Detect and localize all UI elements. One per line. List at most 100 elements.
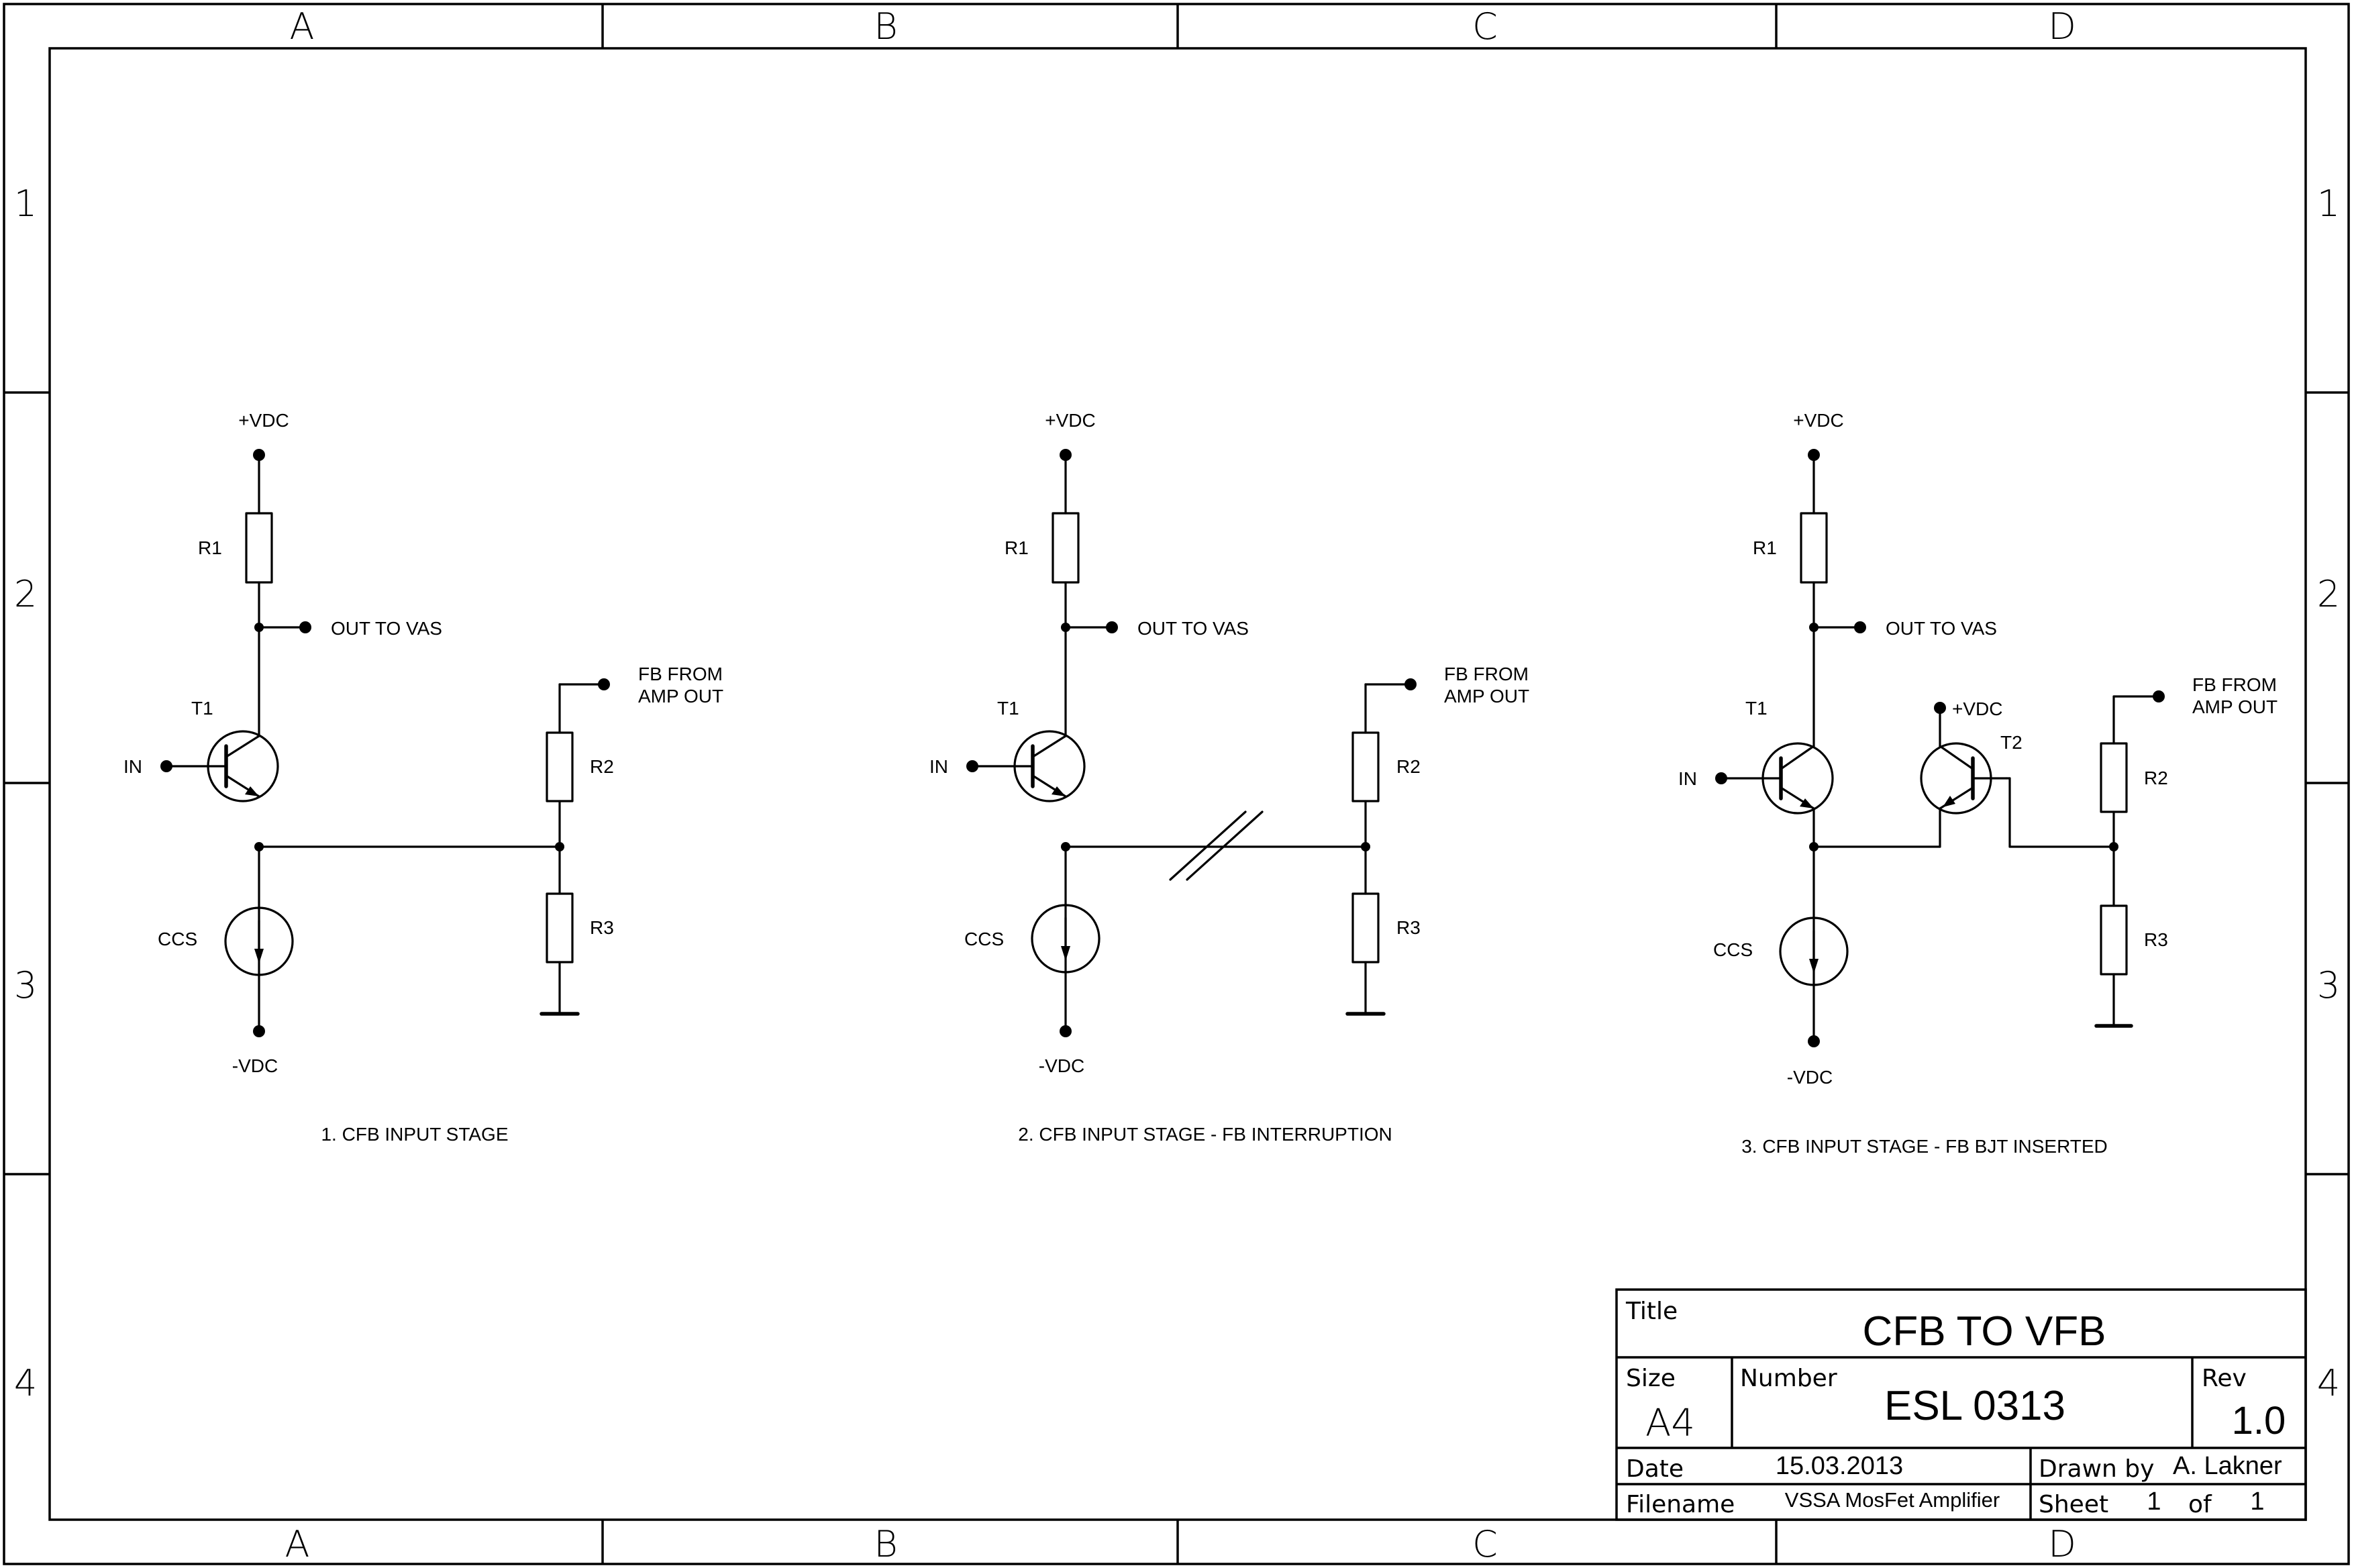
circuit-3-t1-label: T1 (1745, 698, 1768, 719)
circuit-3-vpos-label: +VDC (1793, 410, 1843, 431)
circuit-1-in-label: IN (123, 756, 142, 777)
circuit-1-node-out (254, 623, 264, 632)
circuit-1-r3-label: R3 (590, 917, 614, 938)
circuit-2-break-mark (1169, 811, 1247, 881)
circuit-2-r2-label: R2 (1396, 756, 1421, 777)
circuit-1-out-label: OUT TO VAS (331, 618, 442, 639)
rev-value: 1.0 (2232, 1399, 2286, 1443)
size-label: Size (1626, 1365, 1676, 1392)
circuit-2-t1-label: T1 (997, 698, 1019, 719)
zone-row-3-right: 3 (2317, 964, 2340, 1006)
drawing-frame (3, 3, 2350, 1565)
circuit-3-vneg-terminal (1808, 1035, 1820, 1047)
circuit-3-r2 (2100, 742, 2128, 813)
circuit-2-r1-label: R1 (1005, 537, 1029, 558)
circuit-1-t1 (207, 730, 279, 802)
circuit-3-caption: 3. CFB INPUT STAGE - FB BJT INSERTED (1741, 1136, 2108, 1157)
circuit-2-fb-label-line2: AMP OUT (1444, 686, 1529, 707)
circuit-2-r1 (1052, 512, 1080, 584)
circuit-3-t2-label: T2 (2000, 732, 2023, 753)
zone-col-c-top: C (1472, 5, 1498, 48)
circuit-1-fb-label-line2: AMP OUT (638, 686, 723, 707)
circuit-3-out-terminal (1854, 621, 1866, 633)
circuit-3-fb-label-line1: FB FROM (2192, 674, 2277, 695)
circuit-2-wires (971, 454, 1412, 1033)
circuit-2-in-terminal (966, 760, 978, 772)
circuit-2-fb-label-line1: FB FROM (1444, 664, 1529, 684)
sheet-label: Sheet (2039, 1491, 2108, 1518)
circuit-2-node-emitter (1061, 842, 1070, 851)
circuit-2-out-terminal (1106, 621, 1118, 633)
title-block: Title CFB TO VFB Size A4 Number ESL 0313… (1615, 1288, 2307, 1521)
circuit-2-in-label: IN (929, 756, 948, 777)
circuit-1-vpos-terminal (253, 449, 265, 461)
zone-row-1-right: 1 (2317, 182, 2340, 225)
zone-col-d-bottom: D (2048, 1523, 2076, 1565)
circuit-1-caption: 1. CFB INPUT STAGE (321, 1124, 508, 1145)
circuit-1-r1 (245, 512, 273, 584)
circuit-3: +VDC R1 OUT TO VAS T1 IN CCS -VDC +VDC T… (1678, 410, 2278, 1157)
zone-col-d-top: D (2048, 5, 2076, 48)
circuit-1-r2-label: R2 (590, 756, 614, 777)
circuit-3-wires (1720, 454, 2160, 1043)
filename-label: Filename (1626, 1491, 1735, 1518)
zone-col-c-bottom: C (1472, 1523, 1498, 1565)
circuit-1-vpos-label: +VDC (238, 410, 289, 431)
number-label: Number (1740, 1365, 1837, 1392)
circuit-1-r1-label: R1 (198, 537, 222, 558)
circuit-2-out-label: OUT TO VAS (1137, 618, 1249, 639)
circuit-1-out-terminal (299, 621, 311, 633)
circuit-3-fb-terminal (2153, 690, 2165, 702)
sheet-total: 1 (2250, 1487, 2264, 1516)
circuit-3-r3 (2100, 904, 2128, 976)
of-label: of (2188, 1491, 2212, 1518)
date-label: Date (1626, 1455, 1684, 1483)
circuit-3-r3-label: R3 (2144, 929, 2168, 950)
circuit-3-t2-vpos-terminal (1934, 702, 1946, 714)
circuit-2-vpos-label: +VDC (1045, 410, 1095, 431)
circuit-2-caption: 2. CFB INPUT STAGE - FB INTERRUPTION (1018, 1124, 1392, 1145)
zone-col-a-bottom: A (285, 1523, 310, 1565)
zone-col-b-bottom: B (874, 1523, 897, 1565)
circuit-1: +VDC R1 OUT TO VAS T1 IN CCS -VDC R2 R3 … (123, 410, 723, 1145)
circuit-2-r2 (1351, 731, 1380, 802)
circuit-3-r2-label: R2 (2144, 768, 2168, 788)
zone-row-2-left: 2 (14, 573, 37, 615)
circuit-3-vpos-terminal (1808, 449, 1820, 461)
circuit-1-r2 (546, 731, 574, 802)
zone-row-4-right: 4 (2317, 1362, 2340, 1404)
circuit-2-r3 (1351, 892, 1380, 963)
circuit-1-ccs (224, 906, 294, 976)
circuit-3-ccs-label: CCS (1713, 939, 1753, 960)
circuit-3-t2-vpos-label: +VDC (1952, 698, 2002, 719)
circuit-3-t1 (1761, 742, 1834, 815)
title-label: Title (1625, 1298, 1678, 1325)
date-value: 15.03.2013 (1776, 1452, 1903, 1480)
circuit-3-ccs (1779, 917, 1849, 986)
circuit-1-vneg-label: -VDC (232, 1055, 278, 1076)
filename-value: VSSA MosFet Amplifier (1785, 1488, 2000, 1512)
circuit-3-node-fb (2109, 842, 2118, 851)
zone-row-1-left: 1 (14, 182, 37, 225)
circuit-1-ccs-label: CCS (158, 929, 197, 949)
zone-markers: A B C D A B C D 1 2 3 4 1 2 3 4 (14, 5, 2340, 1565)
circuit-1-wires (165, 454, 605, 1033)
circuit-2-ccs (1031, 904, 1101, 974)
circuit-1-in-terminal (160, 760, 172, 772)
circuit-1-node-emitter (254, 842, 264, 851)
circuit-2-node-out (1061, 623, 1070, 632)
drawn-by-value: A. Lakner (2173, 1452, 2282, 1480)
circuit-3-fb-label-line2: AMP OUT (2192, 696, 2278, 717)
drawn-by-label: Drawn by (2039, 1455, 2154, 1483)
circuit-3-r1-label: R1 (1753, 537, 1777, 558)
circuit-2: +VDC R1 OUT TO VAS T1 IN CCS -VDC R2 R3 … (929, 410, 1529, 1145)
circuit-2-fb-terminal (1404, 678, 1417, 690)
circuit-2-vneg-label: -VDC (1039, 1055, 1084, 1076)
circuit-3-t2 (1920, 742, 2008, 815)
circuit-2-vneg-terminal (1060, 1025, 1072, 1037)
circuit-2-vpos-terminal (1060, 449, 1072, 461)
zone-row-2-right: 2 (2317, 573, 2340, 615)
circuit-2-node-fb (1361, 842, 1370, 851)
zone-row-3-left: 3 (14, 964, 37, 1006)
